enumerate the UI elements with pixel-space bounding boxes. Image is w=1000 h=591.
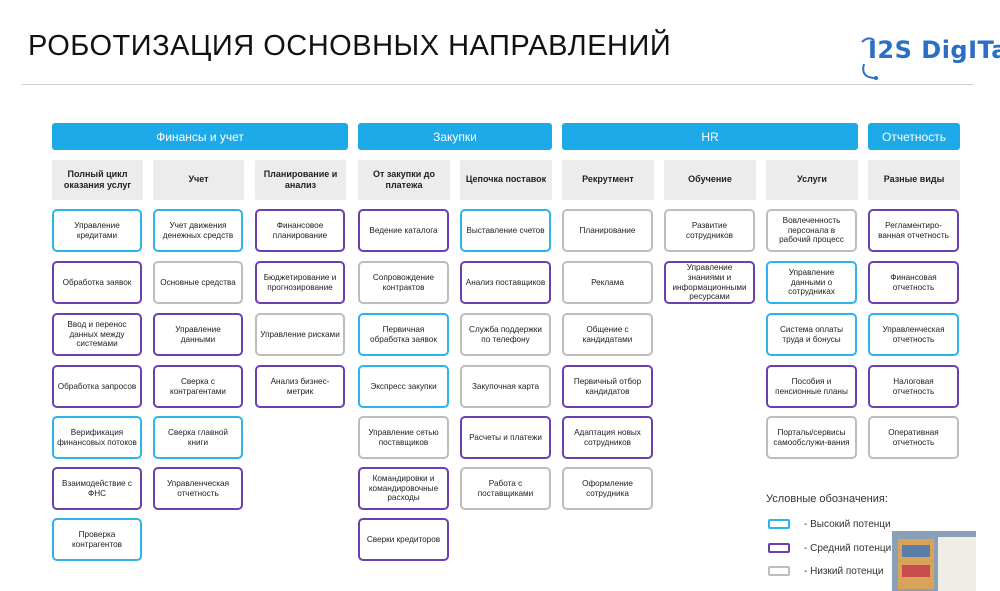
subcategory-header: Полный цикл оказания услуг <box>52 160 143 200</box>
subcategory-header: Обучение <box>664 160 756 200</box>
process-card: Анализ бизнес-метрик <box>255 365 345 408</box>
process-card: Управление рисками <box>255 313 345 356</box>
process-card: Управленческая отчетность <box>868 313 959 356</box>
legend-label: - Низкий потенци <box>804 565 884 577</box>
process-card: Закупочная карта <box>460 365 551 408</box>
process-card: Управление знаниями и информационными ре… <box>664 261 755 304</box>
company-logo: I2S DigITa <box>858 34 1000 80</box>
legend-title: Условные обозначения: <box>766 493 888 505</box>
process-card: Сверка с контрагентами <box>153 365 243 408</box>
process-card: Налоговая отчетность <box>868 365 959 408</box>
process-card: Управление кредитами <box>52 209 142 252</box>
process-card: Финансовое планирование <box>255 209 345 252</box>
legend-item: - Средний потенци <box>768 542 891 554</box>
process-card: Основные средства <box>153 261 243 304</box>
process-card: Регламентиро-ванная отчетность <box>868 209 959 252</box>
subcategory-header: Цепочка поставок <box>460 160 552 200</box>
process-card: Анализ поставщиков <box>460 261 551 304</box>
process-card: Сверка главной книги <box>153 416 243 459</box>
process-card: Сверки кредиторов <box>358 518 449 561</box>
legend-swatch <box>768 543 790 553</box>
process-card: Обработка запросов <box>52 365 142 408</box>
process-card: Первичный отбор кандидатов <box>562 365 653 408</box>
process-card: Ведение каталога <box>358 209 449 252</box>
process-card: Ввод и перенос данных между системами <box>52 313 142 356</box>
category-header: Финансы и учет <box>52 123 348 150</box>
subcategory-header: От закупки до платежа <box>358 160 450 200</box>
legend-swatch <box>768 519 790 529</box>
legend-label: - Высокий потенци <box>804 518 891 530</box>
process-card: Верификация финансовых потоков <box>52 416 142 459</box>
process-card: Оформление сотрудника <box>562 467 653 510</box>
logo-text: I2S DigITa <box>868 36 1000 64</box>
process-card: Бюджетирование и прогнозирование <box>255 261 345 304</box>
process-card: Оперативная отчетность <box>868 416 959 459</box>
subcategory-header: Разные виды <box>868 160 960 200</box>
legend-item: - Низкий потенци <box>768 565 883 577</box>
process-card: Командировки и командировочные расходы <box>358 467 449 510</box>
process-card: Расчеты и платежи <box>460 416 551 459</box>
subcategory-header: Учет <box>153 160 244 200</box>
process-card: Финансовая отчетность <box>868 261 959 304</box>
legend-label: - Средний потенци <box>804 542 892 554</box>
process-card: Пособия и пенсионные планы <box>766 365 857 408</box>
process-card: Обработка заявок <box>52 261 142 304</box>
process-card: Вовлеченность персонала в рабочий процес… <box>766 209 857 252</box>
process-card: Общение с кандидатами <box>562 313 653 356</box>
legend-item: - Высокий потенци <box>768 518 891 530</box>
category-header: HR <box>562 123 858 150</box>
process-card: Управление данными о сотрудниках <box>766 261 857 304</box>
process-card: Управленческая отчетность <box>153 467 243 510</box>
process-card: Управление данными <box>153 313 243 356</box>
process-card: Развитие сотрудников <box>664 209 755 252</box>
page-title: РОБОТИЗАЦИЯ ОСНОВНЫХ НАПРАВЛЕНИЙ <box>28 30 672 62</box>
logo-circuit-icon <box>861 37 878 80</box>
category-header: Закупки <box>358 123 552 150</box>
process-card: Учет движения денежных средств <box>153 209 243 252</box>
category-header: Отчетность <box>868 123 960 150</box>
title-divider <box>22 84 974 85</box>
process-card: Проверка контрагентов <box>52 518 142 561</box>
legend-swatch <box>768 566 790 576</box>
subcategory-header: Услуги <box>766 160 858 200</box>
webcam-overlay <box>892 531 976 591</box>
subcategory-header: Рекрутмент <box>562 160 654 200</box>
process-card: Управление сетью поставщиков <box>358 416 449 459</box>
process-card: Работа с поставщиками <box>460 467 551 510</box>
process-card: Служба поддержки по телефону <box>460 313 551 356</box>
process-card: Реклама <box>562 261 653 304</box>
process-card: Экспресс закупки <box>358 365 449 408</box>
process-card: Выставление счетов <box>460 209 551 252</box>
process-card: Первичная обработка заявок <box>358 313 449 356</box>
process-card: Порталы/сервисы самообслужи-вания <box>766 416 857 459</box>
subcategory-header: Планирование и анализ <box>255 160 346 200</box>
process-card: Система оплаты труда и бонусы <box>766 313 857 356</box>
process-card: Сопровождение контрактов <box>358 261 449 304</box>
process-card: Взаимодействие с ФНС <box>52 467 142 510</box>
process-card: Планирование <box>562 209 653 252</box>
process-card: Адаптация новых сотрудников <box>562 416 653 459</box>
